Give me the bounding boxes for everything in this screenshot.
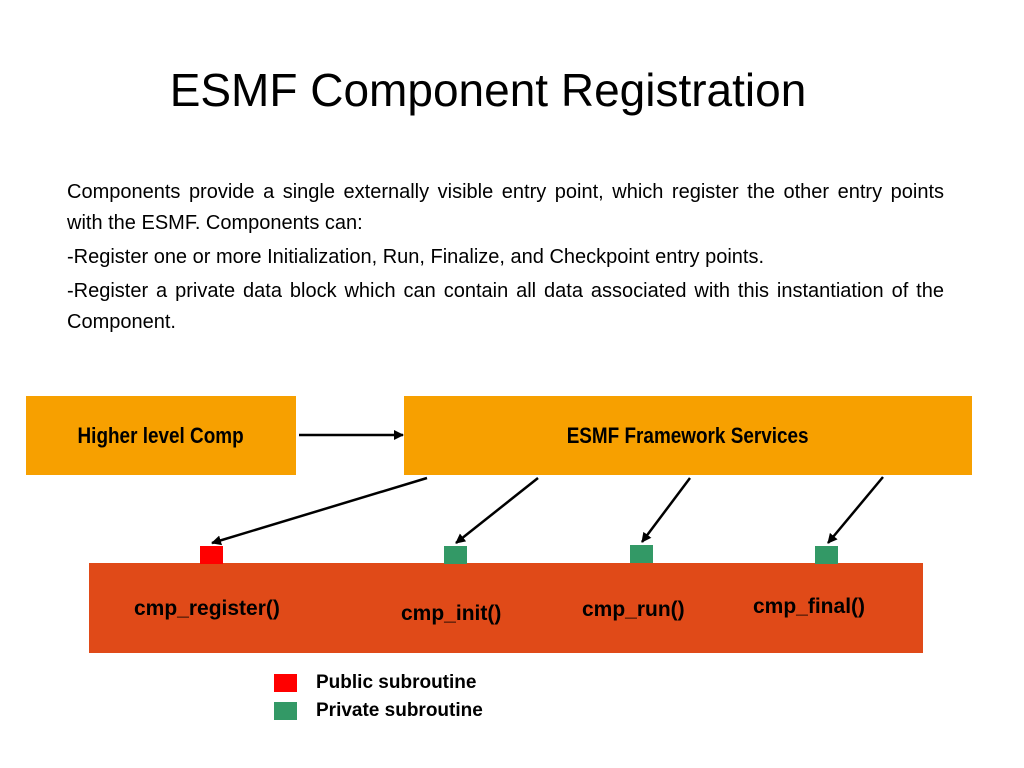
cmp-register-label: cmp_register() <box>134 597 280 620</box>
legend-private-label: Private subroutine <box>316 700 483 721</box>
bullet-register-entry-points: -Register one or more Initialization, Ru… <box>67 246 765 268</box>
higher-level-comp-box: Higher level Comp <box>26 396 296 475</box>
arrow-esmf-to-register <box>211 476 428 546</box>
arrow-esmf-to-final <box>827 476 884 544</box>
higher-level-comp-label: Higher level Comp <box>77 422 245 448</box>
cmp-run-label: cmp_run() <box>582 598 685 621</box>
cmp-init-label: cmp_init() <box>401 602 502 625</box>
esmf-framework-services-label: ESMF Framework Services <box>567 422 809 448</box>
final-private-marker <box>815 546 838 564</box>
init-private-marker <box>444 546 467 564</box>
page-title: ESMF Component Registration <box>169 64 807 116</box>
esmf-framework-services-box: ESMF Framework Services <box>404 396 972 475</box>
run-private-marker <box>630 545 653 563</box>
legend-private-swatch <box>274 702 297 720</box>
component-panel <box>89 563 923 653</box>
legend-public-swatch <box>274 674 297 692</box>
intro-paragraph: Components provide a single externally v… <box>67 181 944 234</box>
cmp-final-label: cmp_final() <box>753 595 866 618</box>
register-public-marker <box>200 546 223 564</box>
arrow-esmf-to-run <box>641 477 691 543</box>
description-text: Components provide a single externally v… <box>67 177 944 341</box>
legend-public-label: Public subroutine <box>316 672 477 693</box>
bullet-register-private-data: -Register a private data block which can… <box>67 280 944 333</box>
arrow-esmf-to-init <box>455 477 539 544</box>
